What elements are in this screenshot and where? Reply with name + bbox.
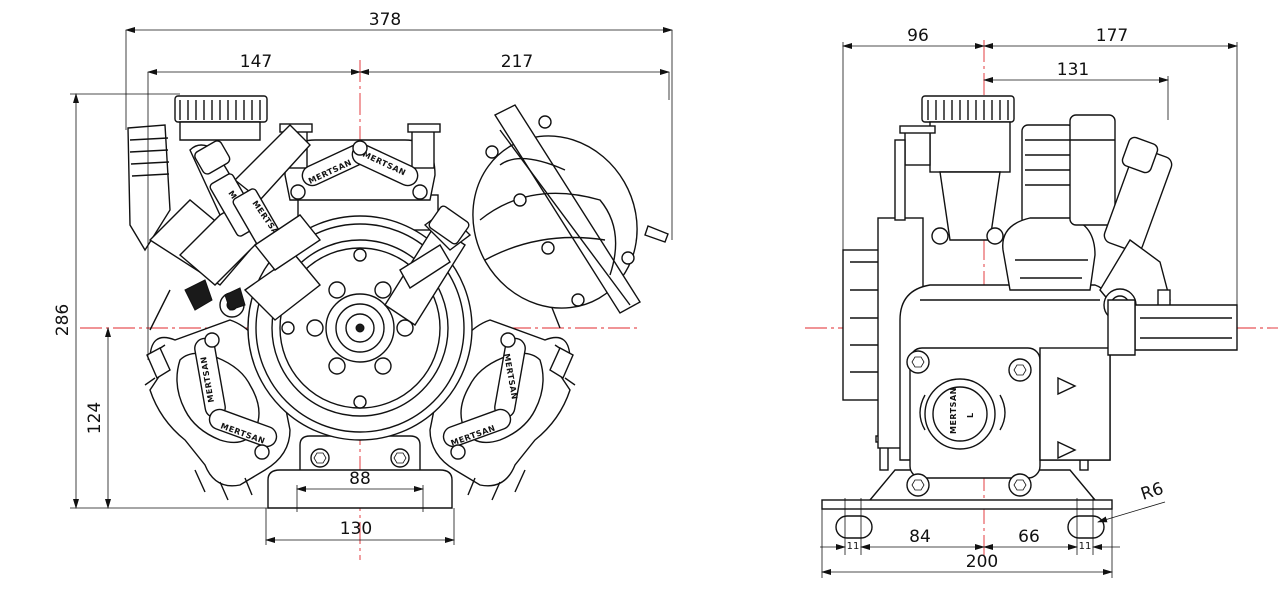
side-base-plate [821,499,1113,510]
dim-shaft-height: 124 [85,402,105,434]
dim-side-right-offset: 177 [1096,26,1128,46]
dim-slot-width-left: 11 [847,541,860,552]
mounting-slot-left [835,515,873,539]
dim-base-width: 130 [340,519,372,539]
dim-overall-width: 378 [369,10,401,30]
dim-side-outlet-offset: 131 [1057,60,1089,80]
dim-base-length: 200 [966,552,998,572]
dim-overall-height: 286 [53,304,73,336]
dim-slot-radius: R6 [1138,479,1166,505]
dim-side-left-offset: 96 [907,26,929,46]
outlet-fitting [384,205,472,326]
dim-hole-spacing-right: 66 [1018,527,1040,547]
suction-manifold: MERTSAN MERTSAN [127,95,322,321]
mounting-slot-right [1067,515,1105,539]
pressure-accumulator [472,104,669,314]
side-cap-label: MERTSAN [949,387,958,434]
dim-mount-spacing: 88 [349,469,371,489]
dim-right-offset: 217 [501,52,533,72]
side-view: MERTSAN L [805,26,1278,578]
front-view: MERTSAN MERTSAN MERTSAN MERTSAN [53,10,673,560]
dim-slot-width-right: 11 [1079,541,1092,552]
dim-hole-spacing-left: 84 [909,527,931,547]
dim-left-offset: 147 [240,52,272,72]
front-dimensions: 378 147 217 286 124 88 130 [53,10,673,545]
side-cap-letter: L [966,412,975,418]
